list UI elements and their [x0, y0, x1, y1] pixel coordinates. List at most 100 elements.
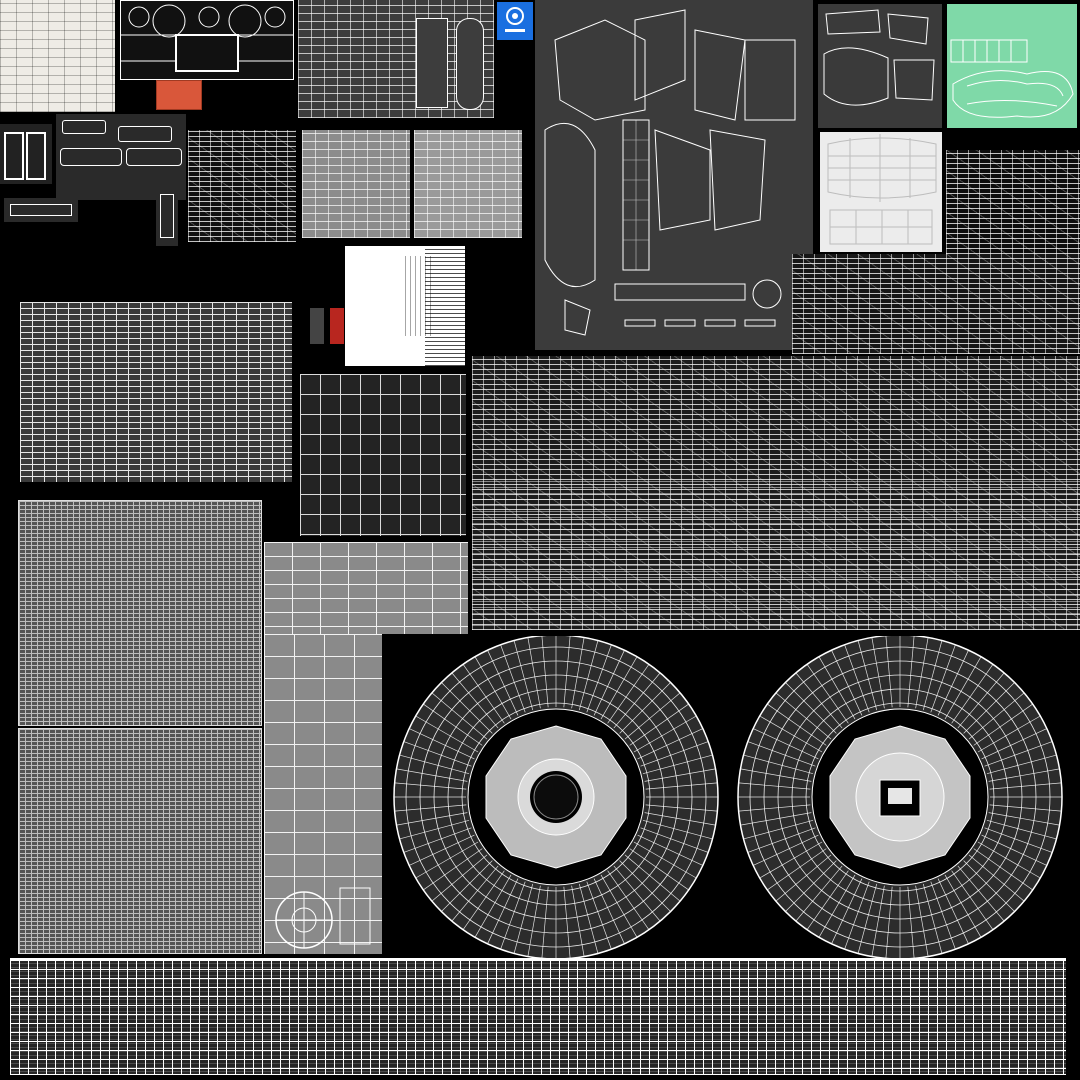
- uv-chassis-parts-cluster: [792, 254, 1080, 354]
- tire-radial-line: [973, 703, 1033, 746]
- tire-radial-line: [500, 644, 526, 713]
- tire-radial-line: [957, 672, 1005, 729]
- tire-radial-line: [885, 886, 893, 958]
- tire-radial-line: [981, 834, 1047, 866]
- uv-interior-trim-block: [302, 130, 410, 238]
- tire-radial-line: [415, 715, 479, 753]
- tire-radial-line: [415, 841, 479, 879]
- uv-bolt-parts-cluster: [946, 150, 1080, 254]
- tire-radial-line: [984, 827, 1053, 853]
- tire-radial-line: [403, 827, 472, 853]
- tire-radial-line: [977, 841, 1041, 879]
- tire-radial-line: [541, 636, 549, 708]
- tire-radial-line: [759, 715, 823, 753]
- tire-radial-line: [593, 878, 625, 944]
- tire-radial-line: [399, 819, 470, 840]
- tire-radial-line: [968, 692, 1025, 740]
- uv-cargo-grid-panel: [300, 374, 466, 536]
- tire-radial-line: [806, 664, 849, 724]
- tire-radial-line: [586, 881, 612, 950]
- tire-radial-line: [988, 768, 1060, 782]
- tire-radial-line: [613, 672, 661, 729]
- tire-radial-line: [806, 870, 849, 930]
- tire-radial-line: [930, 881, 956, 950]
- tire-radial-line: [844, 881, 870, 950]
- tire-radial-line: [578, 640, 599, 711]
- tire-radial-line: [513, 883, 534, 954]
- tire-radial-line: [871, 885, 885, 957]
- tire-radial-line: [578, 883, 599, 954]
- tire-radial-line: [474, 656, 512, 720]
- tire-radial-line: [619, 682, 671, 734]
- tire-radial-line: [740, 812, 812, 826]
- uv-mirror-wire-panel: [818, 4, 942, 128]
- tire-radial-line: [644, 812, 716, 826]
- tire-radial-line: [818, 656, 856, 720]
- tire-radial-line: [885, 636, 893, 708]
- tire-radial-line: [640, 741, 709, 767]
- tire-radial-line: [607, 664, 650, 724]
- tire-right-icon: [737, 636, 1063, 958]
- uv-seat-wire-block: [298, 0, 528, 118]
- tire-radial-line: [451, 865, 499, 922]
- tire-radial-line: [740, 768, 812, 782]
- uv-floor-grid-panel: [20, 302, 292, 482]
- tire-radial-line: [857, 640, 878, 711]
- steering-wheel-wire-icon: [275, 887, 371, 949]
- blue-badge-icon: [497, 2, 533, 40]
- tire-radial-line: [633, 841, 697, 879]
- tire-radial-line: [629, 848, 689, 891]
- tire-radial-line: [963, 682, 1015, 734]
- tire-radial-line: [645, 804, 718, 812]
- tire-radial-line: [915, 885, 929, 957]
- tire-radial-line: [423, 703, 483, 746]
- tire-radial-line: [462, 664, 505, 724]
- tire-radial-line: [988, 812, 1060, 826]
- tire-radial-line: [775, 692, 832, 740]
- tire-radial-line: [640, 827, 709, 853]
- tire-radial-line: [818, 874, 856, 938]
- tire-radial-line: [487, 878, 519, 944]
- tire-radial-line: [989, 782, 1062, 790]
- uv-bottom-strip: [10, 958, 1066, 1075]
- tire-radial-line: [957, 865, 1005, 922]
- uv-white-seat-panel: [820, 132, 942, 252]
- tire-radial-line: [500, 881, 526, 950]
- uv-strip-piece: [4, 198, 78, 222]
- tire-radial-line: [431, 854, 488, 902]
- tire-radial-line: [527, 637, 541, 709]
- tire-radial-line: [396, 812, 468, 826]
- tire-radial-line: [973, 848, 1033, 891]
- tire-radial-line: [441, 682, 493, 734]
- tire-radial-line: [915, 637, 929, 709]
- tire-radial-line: [989, 804, 1062, 812]
- tire-radial-line: [743, 754, 814, 775]
- uv-white-decal-sheet: [345, 246, 465, 366]
- tire-radial-line: [563, 886, 571, 958]
- tire-radial-line: [759, 841, 823, 879]
- tire-radial-line: [907, 886, 915, 958]
- uv-vertical-piece: [156, 188, 178, 246]
- tire-radial-line: [642, 754, 713, 775]
- tire-radial-line: [396, 768, 468, 782]
- tire-radial-line: [399, 754, 470, 775]
- tire-radial-line: [644, 768, 716, 782]
- decal-badge-dark: [310, 308, 324, 344]
- tire-radial-line: [977, 715, 1041, 753]
- tire-radial-line: [394, 804, 467, 812]
- tire-radial-line: [922, 883, 943, 954]
- tire-radial-line: [984, 741, 1053, 767]
- tire-radial-line: [513, 640, 534, 711]
- uv-wall-grid-upper: [18, 500, 262, 726]
- tire-radial-line: [795, 865, 843, 922]
- tire-radial-line: [600, 874, 638, 938]
- tire-radial-line: [613, 865, 661, 922]
- dashboard-wire-icon: [121, 4, 293, 72]
- decal-badge-red: [330, 308, 344, 344]
- tire-radial-line: [767, 703, 827, 746]
- tire-radial-line: [403, 741, 472, 767]
- tire-radial-line: [922, 640, 943, 711]
- uv-mint-seat-panel: [947, 4, 1077, 128]
- tire-radial-line: [633, 715, 697, 753]
- uv-wall-grid-lower: [18, 728, 262, 954]
